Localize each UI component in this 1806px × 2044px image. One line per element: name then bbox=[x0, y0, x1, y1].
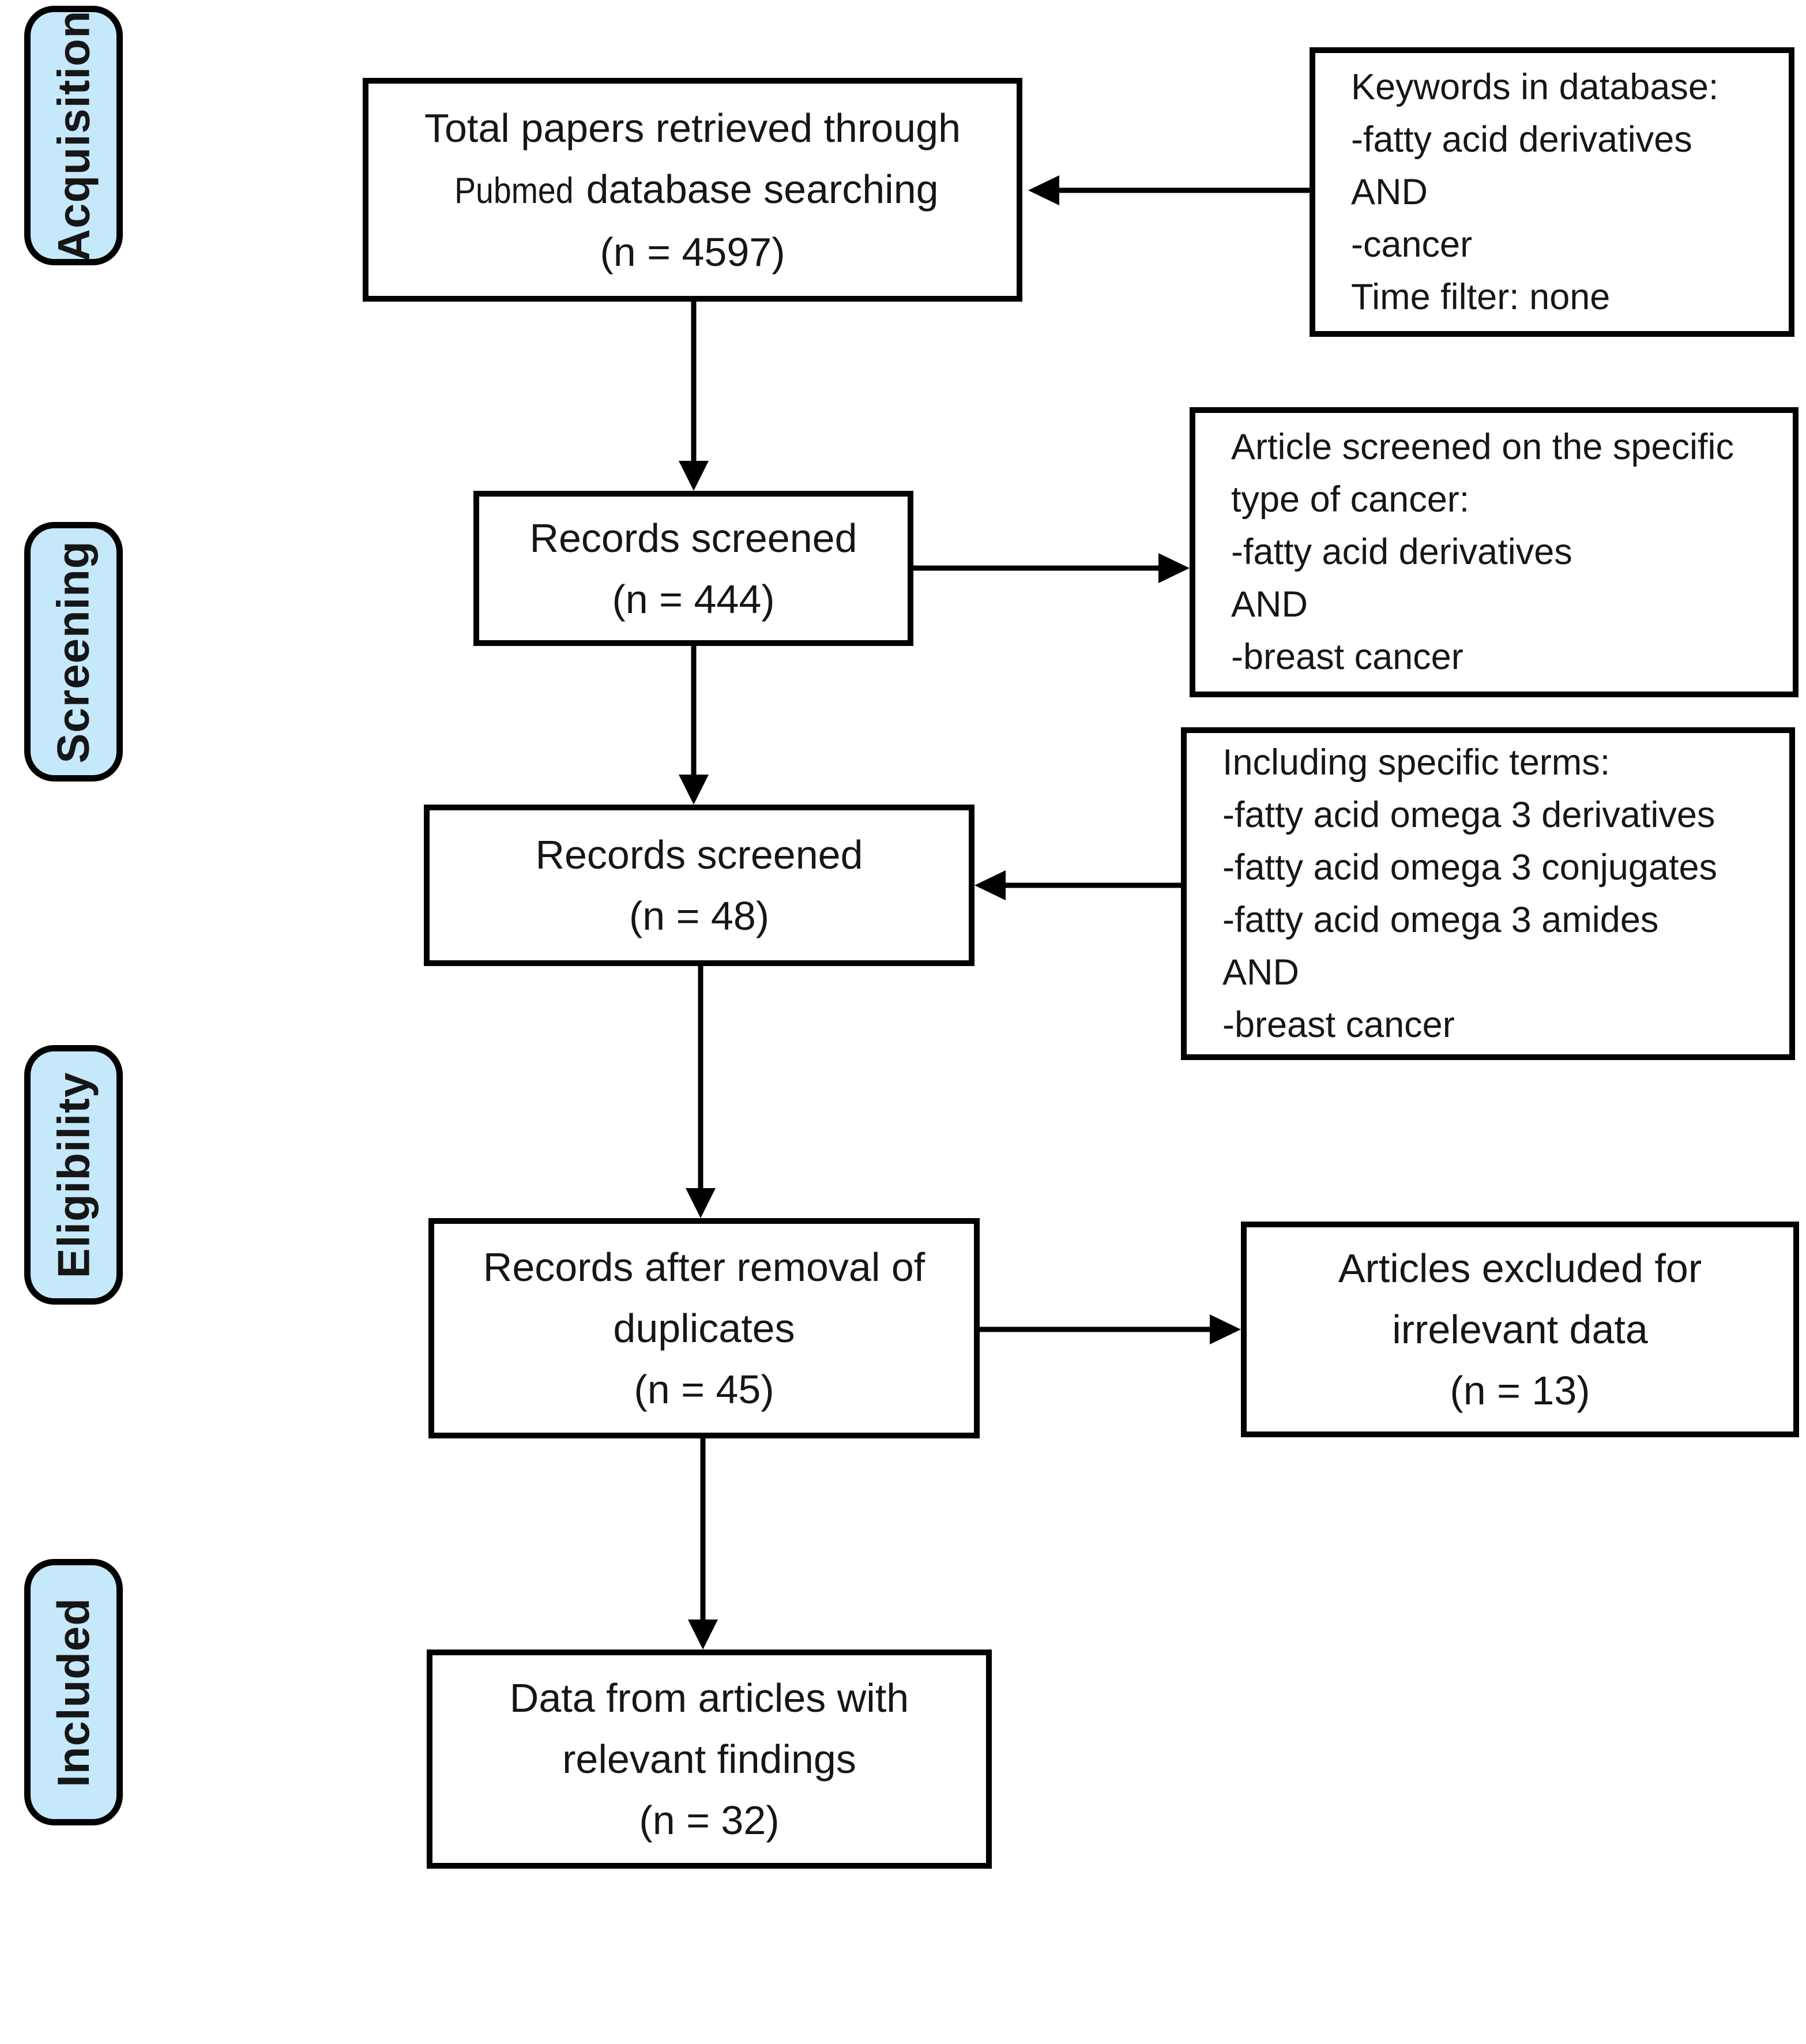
box-articles-excluded: Articles excluded for irrelevant data (n… bbox=[1241, 1222, 1799, 1437]
stage-pill-included: Included bbox=[24, 1559, 123, 1825]
note-line: -cancer bbox=[1351, 224, 1473, 265]
pubmed-word: Pubmed bbox=[454, 170, 574, 211]
note-keywords-in-database: Keywords in database: -fatty acid deriva… bbox=[1310, 47, 1794, 337]
note-line: AND bbox=[1231, 584, 1308, 625]
note-line: Article screened on the specific bbox=[1231, 427, 1734, 467]
box-text-line: Records screened bbox=[535, 832, 863, 877]
note-line: type of cancer: bbox=[1231, 479, 1470, 520]
note-line: -fatty acid omega 3 amides bbox=[1222, 899, 1659, 940]
note-line: -breast cancer bbox=[1231, 637, 1463, 677]
arrow-screened48-to-dedup bbox=[686, 966, 716, 1218]
box-count: (n = 45) bbox=[634, 1367, 774, 1412]
box-count: (n = 444) bbox=[612, 576, 775, 622]
stage-label-eligibility: Eligibility bbox=[48, 1072, 99, 1278]
box-records-screened-48: Records screened (n = 48) bbox=[424, 805, 975, 966]
note-line: AND bbox=[1222, 952, 1300, 993]
box-count: (n = 48) bbox=[629, 893, 770, 938]
stage-pill-acquisition: Acquisition bbox=[24, 6, 123, 265]
arrow-including-note-to-screened48 bbox=[975, 870, 1181, 900]
note-line: Keywords in database: bbox=[1351, 66, 1719, 107]
box-records-after-duplicates: Records after removal of duplicates (n =… bbox=[428, 1218, 980, 1438]
note-line: -fatty acid omega 3 conjugates bbox=[1222, 847, 1718, 888]
note-including-specific-terms: Including specific terms: -fatty acid om… bbox=[1181, 727, 1795, 1060]
note-line: Time filter: none bbox=[1351, 276, 1611, 317]
note-line: -breast cancer bbox=[1222, 1004, 1455, 1045]
box-count: (n = 13) bbox=[1450, 1368, 1590, 1413]
arrow-screened444-to-screened48 bbox=[679, 646, 709, 805]
box-text-line: Records screened bbox=[529, 515, 857, 561]
note-line: -fatty acid omega 3 derivatives bbox=[1222, 794, 1715, 835]
box-records-screened-444: Records screened (n = 444) bbox=[473, 491, 913, 646]
arrow-dedup-to-excluded bbox=[980, 1314, 1241, 1344]
note-line: -fatty acid derivatives bbox=[1351, 119, 1692, 160]
box-total-papers: Total papers retrieved through Pubmed dat… bbox=[363, 78, 1022, 302]
box-text-line: Articles excluded for bbox=[1338, 1246, 1702, 1291]
note-line: -fatty acid derivatives bbox=[1231, 532, 1572, 572]
box-text-line: Pubmed database searching bbox=[446, 159, 938, 221]
arrow-total-to-screened444 bbox=[679, 302, 709, 491]
box-count: (n = 4597) bbox=[600, 229, 785, 275]
stage-pill-screening: Screening bbox=[24, 522, 123, 781]
box-text-line: Records after removal of bbox=[483, 1245, 925, 1290]
arrow-screened444-to-article-note bbox=[913, 553, 1190, 583]
box-text-line: duplicates bbox=[613, 1306, 795, 1351]
stage-label-screening: Screening bbox=[48, 540, 99, 764]
stage-label-acquisition: Acquisition bbox=[48, 10, 99, 261]
box-text-segment: database searching bbox=[586, 166, 939, 212]
note-line: AND bbox=[1351, 171, 1428, 212]
box-text-line: irrelevant data bbox=[1392, 1307, 1648, 1352]
box-text-line: Total papers retrieved through bbox=[424, 105, 961, 151]
arrow-keywords-to-total bbox=[1028, 175, 1310, 205]
box-text-line: relevant findings bbox=[562, 1737, 856, 1782]
box-text-line: Data from articles with bbox=[509, 1675, 909, 1720]
box-count: (n = 32) bbox=[639, 1798, 780, 1843]
arrow-dedup-to-final bbox=[688, 1438, 718, 1650]
note-article-screened-type: Article screened on the specific type of… bbox=[1190, 407, 1799, 697]
note-line: Including specific terms: bbox=[1222, 742, 1611, 783]
stage-label-included: Included bbox=[48, 1597, 99, 1787]
stage-pill-eligibility: Eligibility bbox=[24, 1045, 123, 1305]
box-data-relevant-findings: Data from articles with relevant finding… bbox=[427, 1650, 992, 1869]
